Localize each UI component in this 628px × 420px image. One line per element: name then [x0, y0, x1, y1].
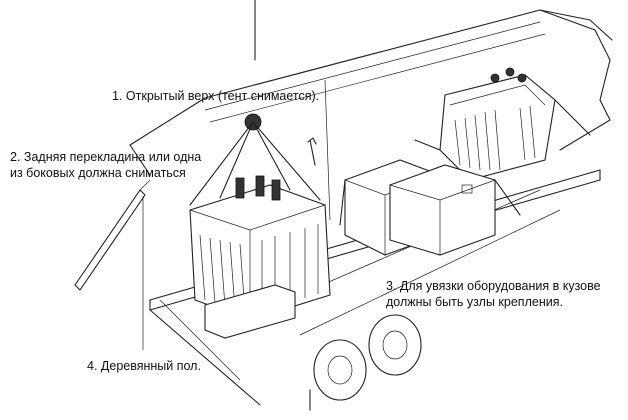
label-wooden-floor: 4. Деревянный пол. [87, 359, 201, 373]
rear-transformer [414, 67, 591, 181]
label-tie-points-line2: должны быть узлы крепления. [386, 295, 563, 309]
lifted-transformer [189, 0, 331, 339]
leader-lines [142, 79, 331, 350]
label-rear-beam-line2: из боковых должна сниматься [10, 166, 186, 180]
label-rear-beam-line1: 2. Задняя перекладина или одна [10, 150, 202, 164]
label-tie-points-line1: 3. Для увязки оборудования в кузове [386, 279, 601, 293]
label-open-top: 1. Открытый верх (тент снимается). [112, 89, 320, 103]
wheels [309, 314, 422, 411]
crates [339, 159, 521, 256]
side-board [74, 179, 151, 291]
